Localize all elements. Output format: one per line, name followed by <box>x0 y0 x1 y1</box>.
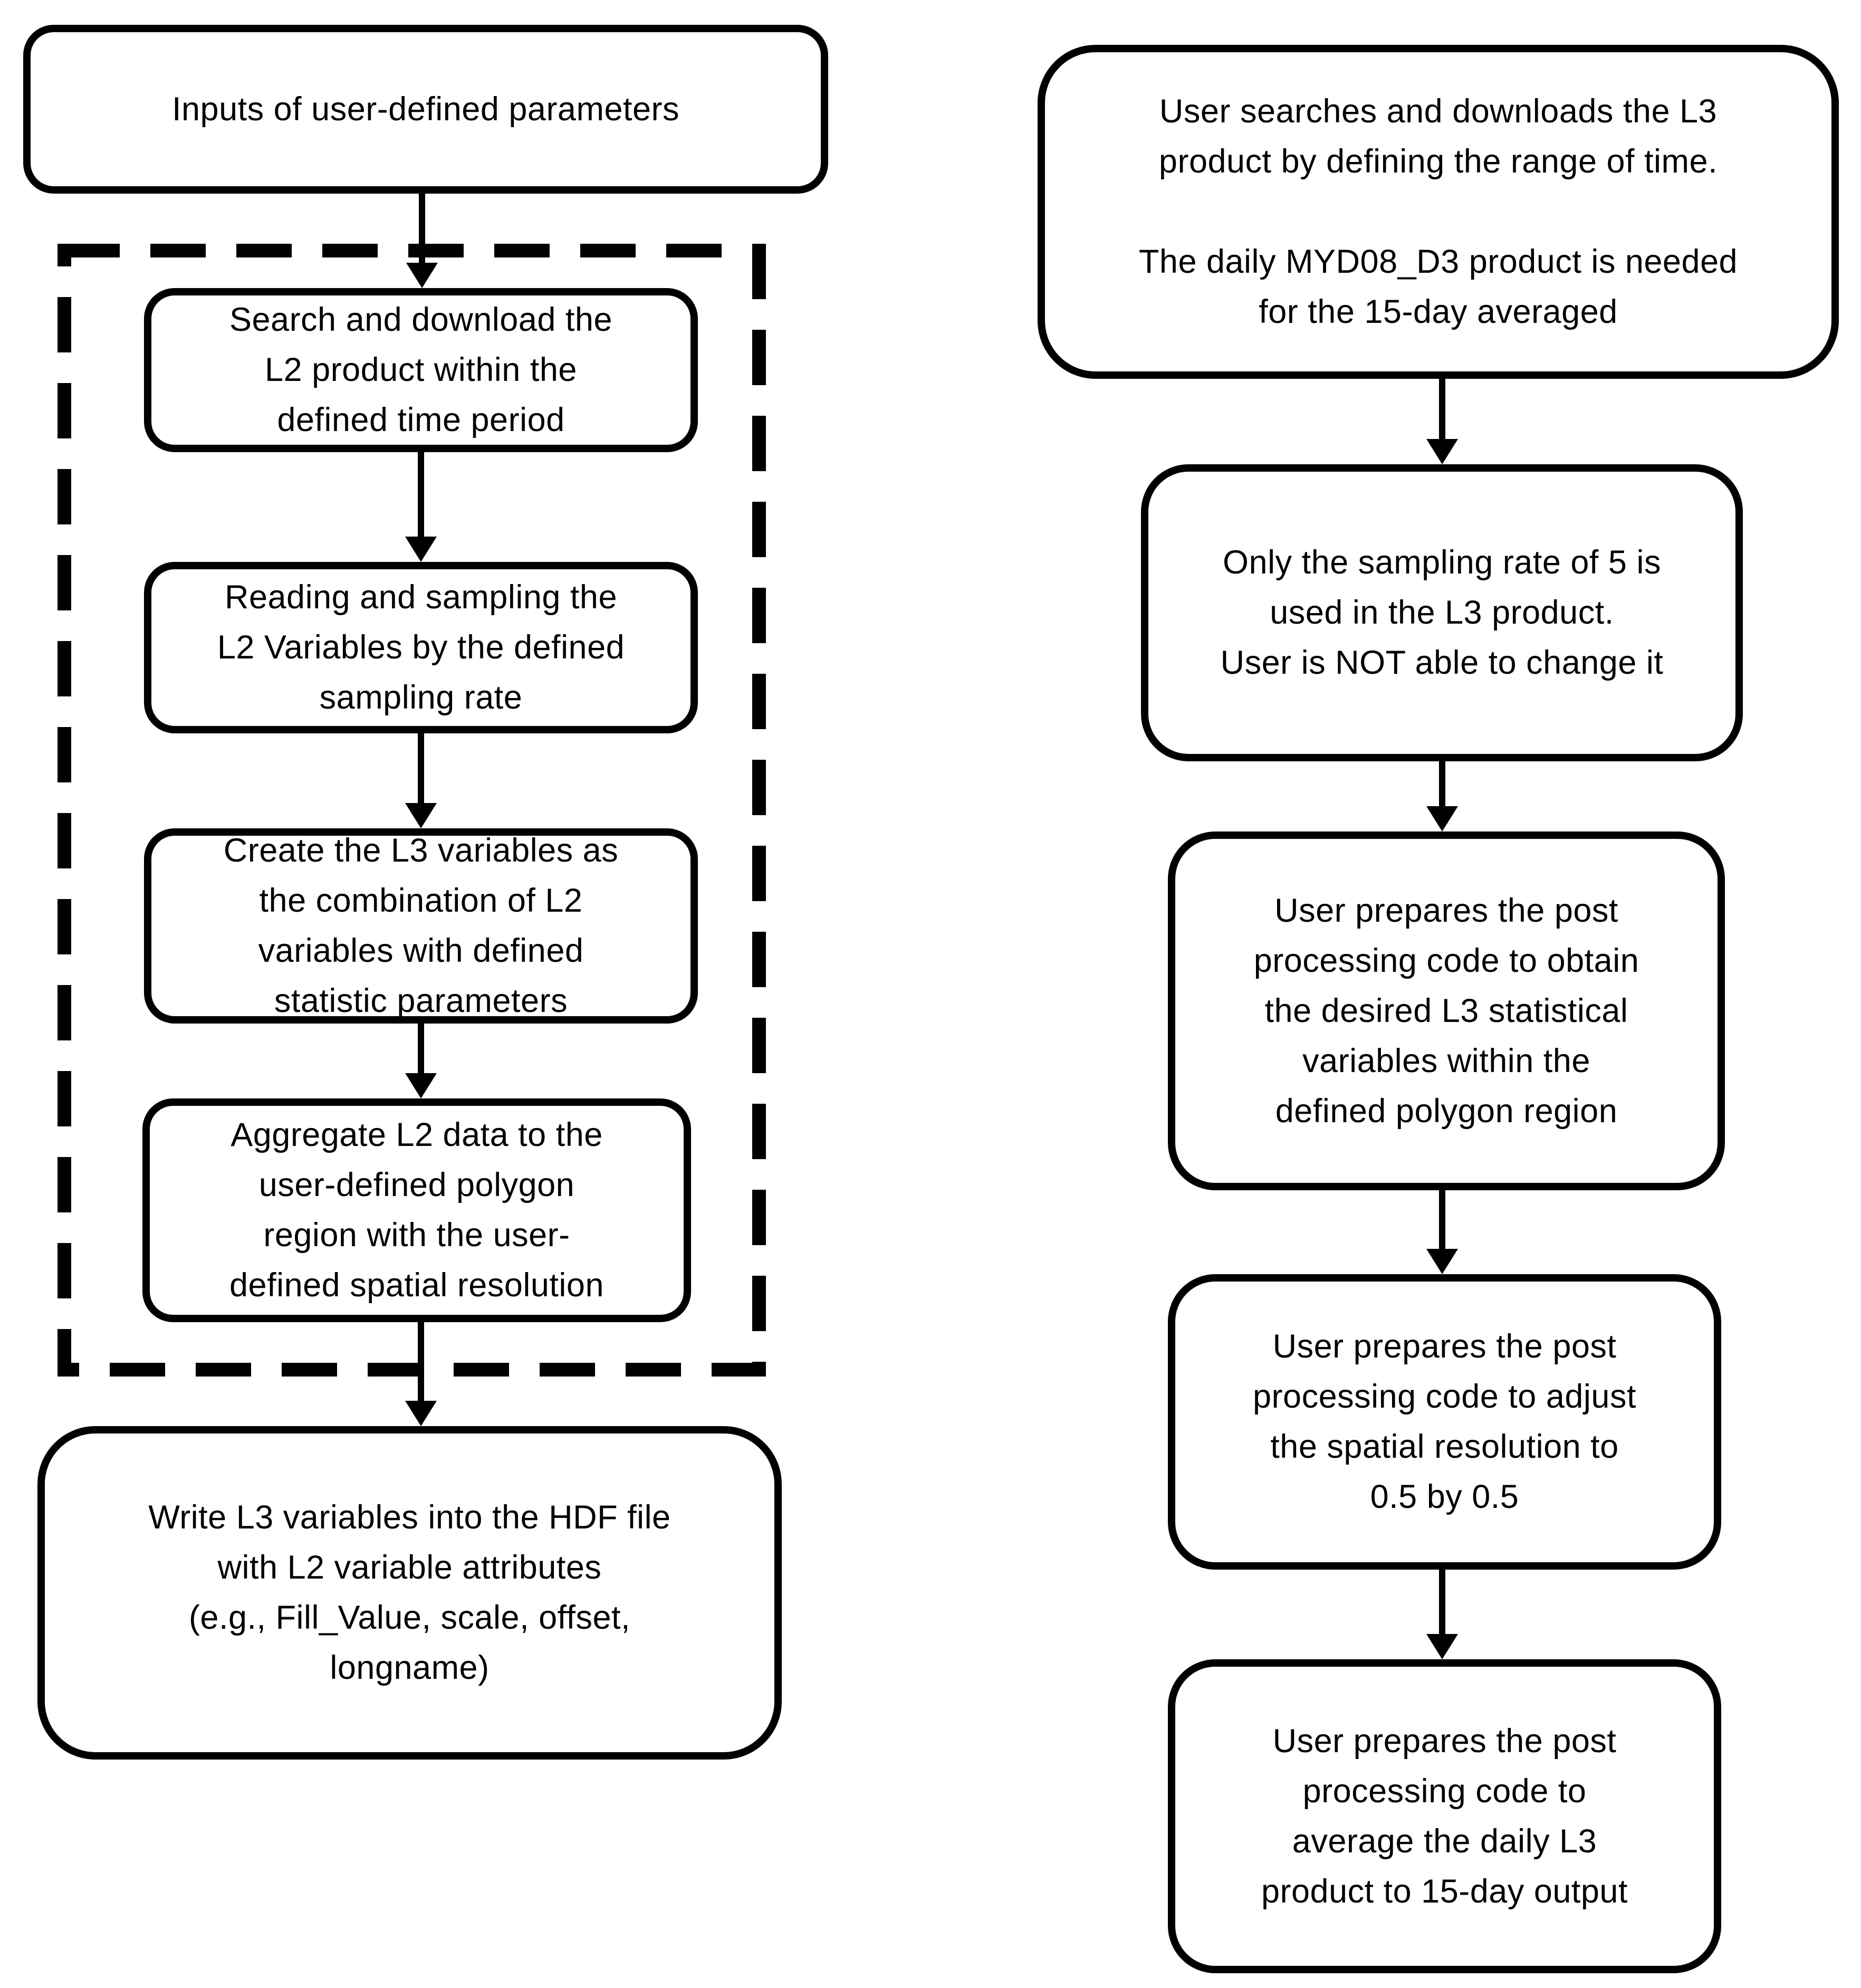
flow-node-read-sample: Reading and sampling the L2 Variables by… <box>144 562 698 733</box>
flow-node-post-obtain: User prepares the post processing code t… <box>1168 831 1725 1190</box>
arrow-head-icon <box>405 537 437 562</box>
dashed-group-border <box>57 244 766 1377</box>
flow-arrow-left-5 <box>404 1322 438 1426</box>
arrow-shaft <box>418 733 424 806</box>
flow-node-inputs: Inputs of user-defined parameters <box>23 25 828 194</box>
flow-arrow-left-3 <box>404 733 438 828</box>
arrow-shaft <box>1439 1570 1445 1637</box>
flow-node-create-l3: Create the L3 variables as the combinati… <box>144 828 698 1024</box>
flow-node-user-download-l3: User searches and downloads the L3 produ… <box>1038 45 1839 379</box>
arrow-head-icon <box>1426 1249 1458 1274</box>
flow-node-post-average: User prepares the post processing code t… <box>1168 1659 1721 1973</box>
arrow-shaft <box>418 1322 424 1404</box>
flow-arrow-left-2 <box>404 452 438 562</box>
arrow-shaft <box>418 452 424 540</box>
flow-arrow-right-3 <box>1425 1190 1459 1274</box>
arrow-head-icon <box>405 1073 437 1098</box>
arrow-shaft <box>1439 761 1445 809</box>
flow-arrow-left-4 <box>404 1024 438 1098</box>
flow-arrow-right-2 <box>1425 761 1459 831</box>
flow-node-sampling-rate-note: Only the sampling rate of 5 is used in t… <box>1141 464 1743 761</box>
flow-arrow-right-4 <box>1425 1570 1459 1659</box>
flow-node-write-hdf: Write L3 variables into the HDF file wit… <box>37 1426 782 1760</box>
arrow-shaft <box>418 1024 424 1076</box>
flow-node-aggregate: Aggregate L2 data to the user-defined po… <box>142 1098 691 1322</box>
arrow-shaft <box>419 194 425 266</box>
arrow-shaft <box>1439 379 1445 442</box>
arrow-head-icon <box>1426 806 1458 831</box>
flow-arrow-right-1 <box>1425 379 1459 464</box>
arrow-head-icon <box>406 263 438 288</box>
arrow-head-icon <box>405 803 437 828</box>
arrow-head-icon <box>1426 439 1458 464</box>
flow-node-post-adjust: User prepares the post processing code t… <box>1168 1274 1721 1570</box>
arrow-head-icon <box>1426 1634 1458 1659</box>
flow-node-search-download: Search and download the L2 product withi… <box>144 288 698 452</box>
arrow-shaft <box>1439 1190 1445 1252</box>
flow-arrow-left-1 <box>405 194 439 288</box>
arrow-head-icon <box>405 1401 437 1426</box>
